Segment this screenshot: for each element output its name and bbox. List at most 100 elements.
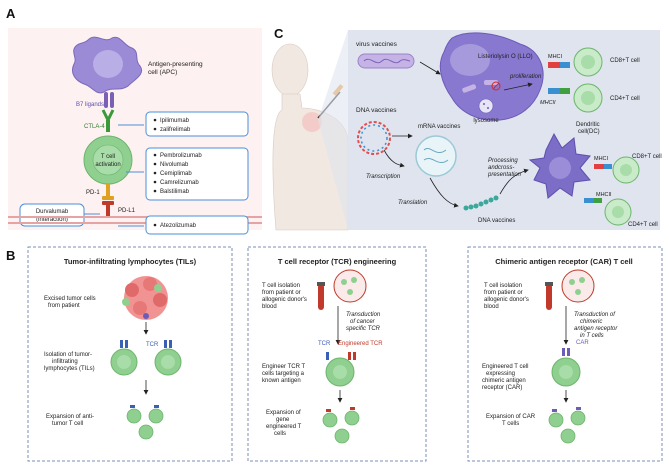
bullet-dot [153, 153, 157, 157]
car-tcell [551, 348, 581, 387]
mhc1-bottom-label: MHCI [594, 156, 609, 162]
car-step2-line3: chimeric antigen [482, 378, 526, 384]
mhc1-receptor-bottom [594, 164, 612, 169]
bullet-dot [153, 162, 157, 166]
bullet-dot [153, 118, 157, 122]
cd8-top-label: CD8+T cell [610, 58, 640, 64]
processing-label-1: Processing [488, 158, 518, 164]
mhc2-receptor-top [548, 88, 570, 94]
tcr-title: T cell receptor (TCR) engineering [278, 257, 397, 266]
mrna-vaccines-label: mRNA vaccines [418, 124, 460, 130]
pdl1-ligand-icon [102, 201, 114, 217]
cd4-tcell-bottom [604, 198, 632, 226]
dc-label-1: Dendritic [576, 122, 600, 128]
til-step2-line2: infiltrating [52, 359, 78, 365]
ctla4-drug-box [145, 111, 249, 137]
til-step2-line1: Isolation of tumor- [44, 352, 92, 358]
car-step1-line1: T cell isolation [484, 283, 522, 289]
lysosome-label: lysosome [473, 118, 499, 124]
tcr-engineered-label: Engineered TCR [338, 341, 383, 347]
cd8-bottom-label: CD8+T cell [632, 154, 662, 160]
pd1-drug-item: Nivolumab [160, 162, 189, 168]
car-step1-line3: allogenic donor's [484, 297, 529, 303]
mhc2-receptor-bottom [584, 198, 602, 203]
tcr-step3-line4: cells [274, 431, 286, 437]
durvalumab-sub: (interaction) [36, 217, 68, 223]
pd1-drug-item: Cemiplimab [160, 171, 192, 177]
bullet-dot [153, 223, 157, 227]
expanded-tcells-icon [126, 405, 164, 440]
transcription-label: Transcription [366, 174, 401, 180]
apc-cell [71, 36, 142, 94]
pd1-receptor-icon [102, 184, 114, 200]
mhc2-bottom-label: MHCII [596, 192, 612, 198]
engineered-tcr-tcell [325, 352, 356, 387]
car-title: Chimeric antigen receptor (CAR) T cell [495, 257, 633, 266]
zoom-beam [318, 30, 348, 230]
cd4-top-label: CD4+T cell [610, 96, 640, 102]
car-step3-line2: T cells [502, 421, 519, 427]
til-step2-line3: lymphocytes (TILs) [44, 366, 95, 372]
til-tcell-1 [110, 340, 138, 376]
apc-label-line1: Antigen-presenting [148, 61, 203, 68]
blood-sample-icon [333, 269, 367, 303]
tcr-transduction-line1: Transduction [346, 312, 381, 318]
blocked-icon [491, 81, 501, 91]
ctla4-receptor-icon [101, 109, 115, 132]
bullet-dot [153, 180, 157, 184]
mrna-vesicle-icon [415, 135, 457, 177]
ctla4-drug-item: Ipilimumab [160, 118, 190, 124]
car-step1-line4: blood [484, 304, 499, 310]
proliferation-label: proliferation [509, 74, 542, 80]
b7-label: B7 ligands [76, 102, 104, 108]
durvalumab-label: Durvalumab [36, 209, 69, 215]
car-step2-line4: receptor (CAR) [482, 385, 522, 391]
til-step3-line1: Expansion of anti- [46, 414, 94, 420]
infected-cell [439, 32, 544, 121]
pd1-label: PD-1 [86, 190, 100, 196]
pd1-drug-item: Camrelizumab [160, 180, 199, 186]
tcr-step3-line1: Expansion of [266, 410, 301, 416]
til-tcr-label: TCR [146, 342, 159, 348]
tcr-step1-line2: from patient or [262, 290, 301, 296]
bullet-dot [153, 127, 157, 131]
durvalumab-box [19, 203, 85, 227]
car-blood-tube-icon [545, 282, 553, 310]
til-panel [27, 246, 233, 462]
tcr-step1-line1: T cell isolation [262, 283, 300, 289]
tcr-step1-line4: blood [262, 304, 277, 310]
b7-ligand-icon [104, 92, 114, 108]
lysosome-icon [478, 98, 494, 114]
tcr-panel [247, 246, 427, 462]
blood-tube-icon [317, 282, 325, 310]
tumor-mass-icon [122, 276, 168, 320]
dc-label-2: cell(DC) [578, 129, 600, 135]
apc-label-line2: cell (APC) [148, 69, 177, 76]
til-step1-line2: from patient [48, 303, 80, 309]
cd8-tcell-bottom [612, 156, 640, 184]
tcr-step2-line1: Engineer TCR T [262, 364, 305, 370]
pd1-drug-item: Balstilimab [160, 189, 190, 195]
mhc1-receptor-top [548, 62, 570, 68]
car-panel [467, 246, 663, 462]
mhc1-top-label: MHCI [548, 54, 563, 60]
llo-label: Listeriolysin O (LLO) [478, 54, 533, 60]
translation-arrow [429, 177, 459, 208]
ctla4-drug-item: zalifrelimab [160, 127, 191, 133]
bullet-dot [153, 189, 157, 193]
car-step2-line2: expressing [486, 371, 515, 377]
dendritic-cell [528, 132, 591, 199]
car-step2-line1: Engineered T cell [482, 364, 528, 370]
panel-a-letter: A [6, 6, 16, 21]
ctla4-label: CTLA-4 [84, 124, 105, 130]
til-title: Tumor-infiltrating lymphocytes (TILs) [64, 257, 197, 266]
til-step1-line1: Excised tumor cells [44, 296, 96, 302]
car-blood-sample-icon [561, 269, 595, 303]
pd1-drug-box [145, 147, 249, 201]
virus-particle-icon [357, 53, 415, 69]
tcr-step2-line3: known antigen [262, 378, 301, 384]
car-step3-line1: Expansion of CAR [486, 414, 536, 420]
car-step1-line2: from patient or [484, 290, 523, 296]
car-transduction-line1: Transduction of [574, 312, 616, 318]
car-transduction-line3: antigen receptor [574, 326, 618, 332]
